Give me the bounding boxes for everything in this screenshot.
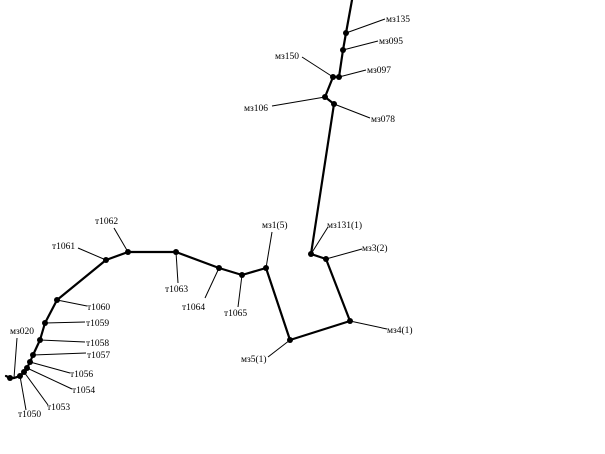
node-t1053 bbox=[21, 369, 27, 375]
node-mz131 bbox=[308, 251, 314, 257]
node-t1060 bbox=[54, 297, 60, 303]
node-t1063 bbox=[173, 249, 179, 255]
label-t1062: т1062 bbox=[95, 217, 118, 227]
node-t1056 bbox=[27, 359, 33, 365]
node-t1059 bbox=[42, 320, 48, 326]
node-t1065 bbox=[239, 272, 245, 278]
node-mz5 bbox=[287, 337, 293, 343]
node-mz135 bbox=[343, 30, 349, 36]
node-mz078 bbox=[331, 101, 337, 107]
node-mz3 bbox=[323, 256, 329, 262]
label-t1061: т1061 bbox=[52, 242, 75, 252]
label-mz078: мз078 bbox=[371, 115, 395, 125]
node-t1050 bbox=[17, 373, 23, 379]
label-t1059: т1059 bbox=[86, 319, 109, 329]
node-mz020 bbox=[7, 375, 13, 381]
label-t1054: т1054 bbox=[72, 386, 95, 396]
node-t1058 bbox=[37, 337, 43, 343]
label-t1050: т1050 bbox=[18, 410, 41, 420]
label-mz097: мз097 bbox=[367, 66, 391, 76]
node-mz1 bbox=[263, 265, 269, 271]
label-t1064: т1064 bbox=[182, 303, 205, 313]
label-t1053: т1053 bbox=[47, 403, 70, 413]
node-mz097 bbox=[336, 74, 342, 80]
node-t1057 bbox=[30, 352, 36, 358]
label-mz5: мз5(1) bbox=[241, 354, 267, 365]
label-leaders bbox=[13, 18, 388, 411]
label-t1057: т1057 bbox=[87, 351, 110, 361]
label-t1056: т1056 bbox=[70, 370, 93, 380]
label-mz020: мз020 bbox=[10, 327, 34, 337]
label-t1063: т1063 bbox=[165, 285, 188, 295]
label-t1058: т1058 bbox=[86, 339, 109, 349]
label-mz131: мз131(1) bbox=[327, 220, 362, 231]
label-mz095: мз095 bbox=[379, 37, 403, 47]
node-t1061 bbox=[103, 257, 109, 263]
edge-mz-upper-branch bbox=[4, 0, 354, 380]
node-t1062 bbox=[125, 249, 131, 255]
node-t1064 bbox=[216, 265, 222, 271]
label-t1060: т1060 bbox=[87, 303, 110, 313]
label-mz1: мз1(5) bbox=[262, 220, 288, 231]
label-mz150: мз150 bbox=[275, 52, 299, 62]
label-mz106: мз106 bbox=[244, 104, 268, 114]
node-mz095 bbox=[340, 47, 346, 53]
node-mz150 bbox=[330, 74, 336, 80]
node-labels: мз135 мз095 мз150 мз097 мз106 мз078 мз13… bbox=[10, 15, 413, 420]
label-mz135: мз135 bbox=[386, 15, 410, 25]
node-mz4 bbox=[347, 318, 353, 324]
label-mz4: мз4(1) bbox=[387, 325, 413, 336]
label-t1065: т1065 bbox=[224, 309, 247, 319]
label-mz3: мз3(2) bbox=[362, 243, 388, 254]
node-mz106 bbox=[322, 94, 328, 100]
network-edges bbox=[4, 0, 354, 380]
network-nodes bbox=[7, 30, 353, 381]
